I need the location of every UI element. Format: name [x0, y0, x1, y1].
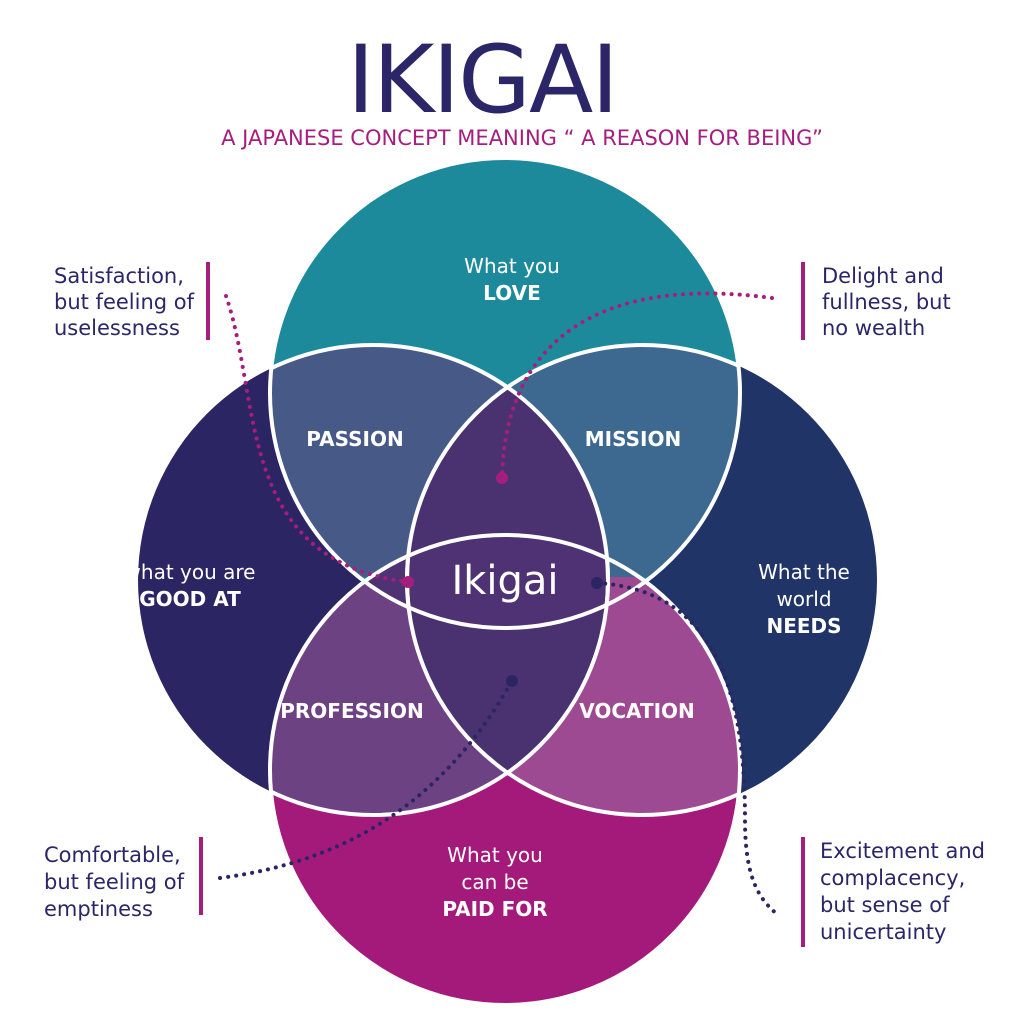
note-bottom-left-line3: emptiness: [44, 897, 153, 921]
world-needs-label-line2: world: [776, 587, 831, 611]
note-bottom-right-line2: complacency,: [820, 866, 965, 890]
note-bar-top-right: [801, 262, 805, 340]
page-title: IKIGAI: [347, 26, 617, 135]
good-at-label-line1: what you are: [125, 560, 256, 584]
connector-dot-top-left: [402, 576, 414, 588]
vocation-label: VOCATION: [579, 699, 695, 723]
connector-dot-top-right: [496, 472, 508, 484]
paid-for-label-line1: What you: [447, 843, 543, 867]
connector-dot-bottom-right: [591, 577, 603, 589]
note-bottom-right-line4: unicertainty: [820, 920, 946, 944]
profession-label: PROFESSION: [280, 699, 423, 723]
world-needs-label-line1: What the: [758, 560, 850, 584]
outline-paid-for: [268, 533, 742, 1007]
page-subtitle: A JAPANESE CONCEPT MEANING “ A REASON FO…: [221, 126, 823, 150]
ikigai-core: [270, 535, 608, 628]
note-top-right-line3: no wealth: [822, 316, 925, 340]
world-needs-label-line3: NEEDS: [766, 614, 841, 638]
mission-label: MISSION: [585, 427, 681, 451]
connector-top-left: [224, 294, 410, 584]
connector-top-right: [500, 291, 774, 480]
note-top-right-line1: Delight and: [822, 264, 944, 288]
note-bar-bottom-right: [801, 837, 805, 947]
note-bottom-left-line1: Comfortable,: [44, 843, 181, 867]
outline-love: [268, 156, 742, 630]
connector-dot-bottom-left: [506, 675, 518, 687]
passion-label: PASSION: [306, 427, 403, 451]
paid-for-label-line3: PAID FOR: [442, 897, 547, 921]
outline-good-at-bottom: [270, 535, 610, 817]
note-top-left-line2: but feeling of: [54, 290, 195, 314]
connector-bottom-right: [595, 581, 780, 917]
ikigai-center-label: Ikigai: [451, 558, 558, 604]
note-bar-top-left: [206, 262, 210, 340]
note-bottom-left-line2: but feeling of: [44, 870, 185, 894]
note-bottom-right-line1: Excitement and: [820, 839, 985, 863]
note-top-right-line2: fullness, but: [822, 290, 951, 314]
note-bar-bottom-left: [199, 837, 203, 915]
connector-bottom-left: [218, 679, 514, 880]
love-label-line2: LOVE: [483, 281, 541, 305]
note-top-left-line3: uselessness: [54, 316, 180, 340]
note-top-left-line1: Satisfaction,: [54, 264, 184, 288]
good-at-label-line2: GOOD AT: [139, 587, 241, 611]
note-bottom-right-line3: but sense of: [820, 893, 950, 917]
overlap-center-lens: [407, 345, 608, 815]
paid-for-label-line2: can be: [461, 870, 528, 894]
love-label-line1: What you: [464, 254, 560, 278]
